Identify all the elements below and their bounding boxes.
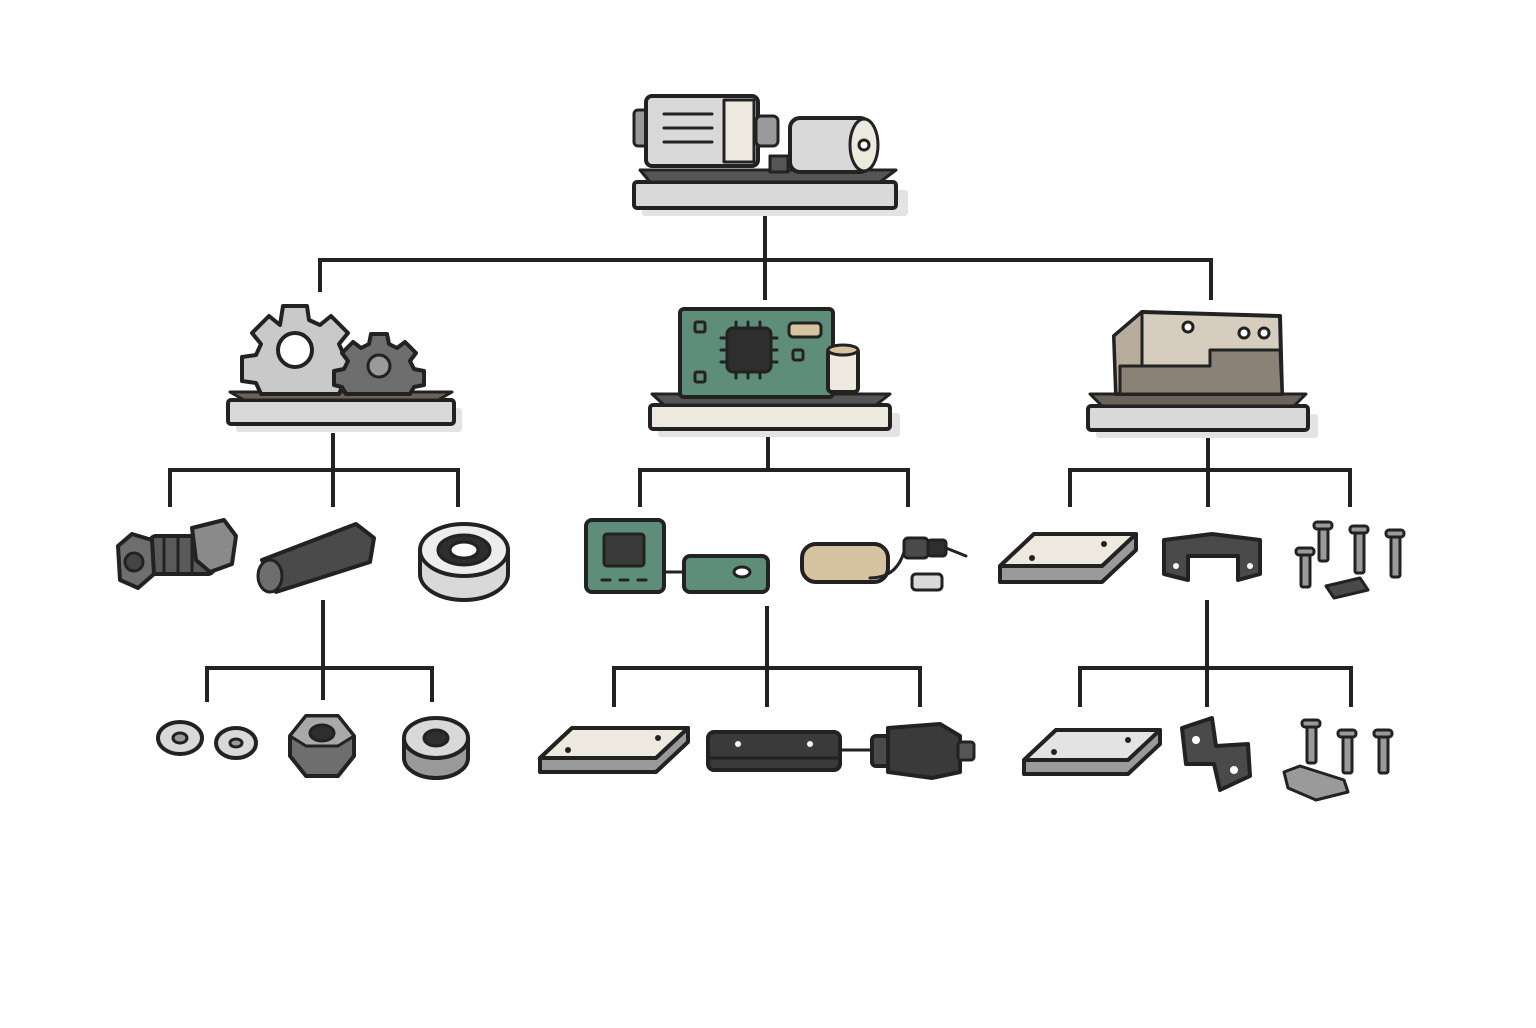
circuit-board-icon: [648, 307, 900, 437]
connector-sensor-to-subparts: [612, 606, 922, 707]
connector-board-to-parts: [638, 436, 910, 507]
motor-pump-assembly-icon: [632, 94, 908, 216]
flat-plate-icon: [998, 532, 1138, 584]
connector-shaft-to-subparts: [205, 600, 434, 702]
angle-bracket-icon: [1180, 716, 1252, 792]
tree-connectors: [168, 216, 1353, 707]
mechanical-gears-icon: [226, 304, 462, 432]
u-bracket-icon: [1162, 532, 1262, 582]
spacer-icon: [402, 716, 470, 780]
light-panel-icon: [538, 726, 690, 774]
bolt-icon: [116, 518, 238, 590]
connector-bracket-to-subparts: [1078, 600, 1353, 707]
large-gear-icon: [240, 304, 360, 396]
display-module-icon: [584, 518, 666, 594]
plug-connector-icon: [838, 722, 976, 780]
connector-root-to-level1: [318, 216, 1213, 300]
sensor-module-icon: [662, 554, 770, 594]
screws-icon: [1294, 520, 1406, 600]
washers-icon: [156, 720, 258, 760]
small-gear-icon: [332, 332, 426, 396]
dark-panel-icon: [706, 730, 842, 772]
cable-connector-icon: [800, 536, 968, 592]
hex-nut-icon: [288, 714, 356, 778]
shaft-icon: [256, 522, 376, 594]
small-plate-icon: [1022, 728, 1162, 776]
screw-set-icon: [1282, 718, 1394, 802]
connector-gears-to-parts: [168, 433, 460, 507]
sheet-metal-housing-icon: [1086, 310, 1318, 438]
bearing-icon: [418, 522, 510, 602]
connector-housing-to-parts: [1068, 436, 1352, 507]
